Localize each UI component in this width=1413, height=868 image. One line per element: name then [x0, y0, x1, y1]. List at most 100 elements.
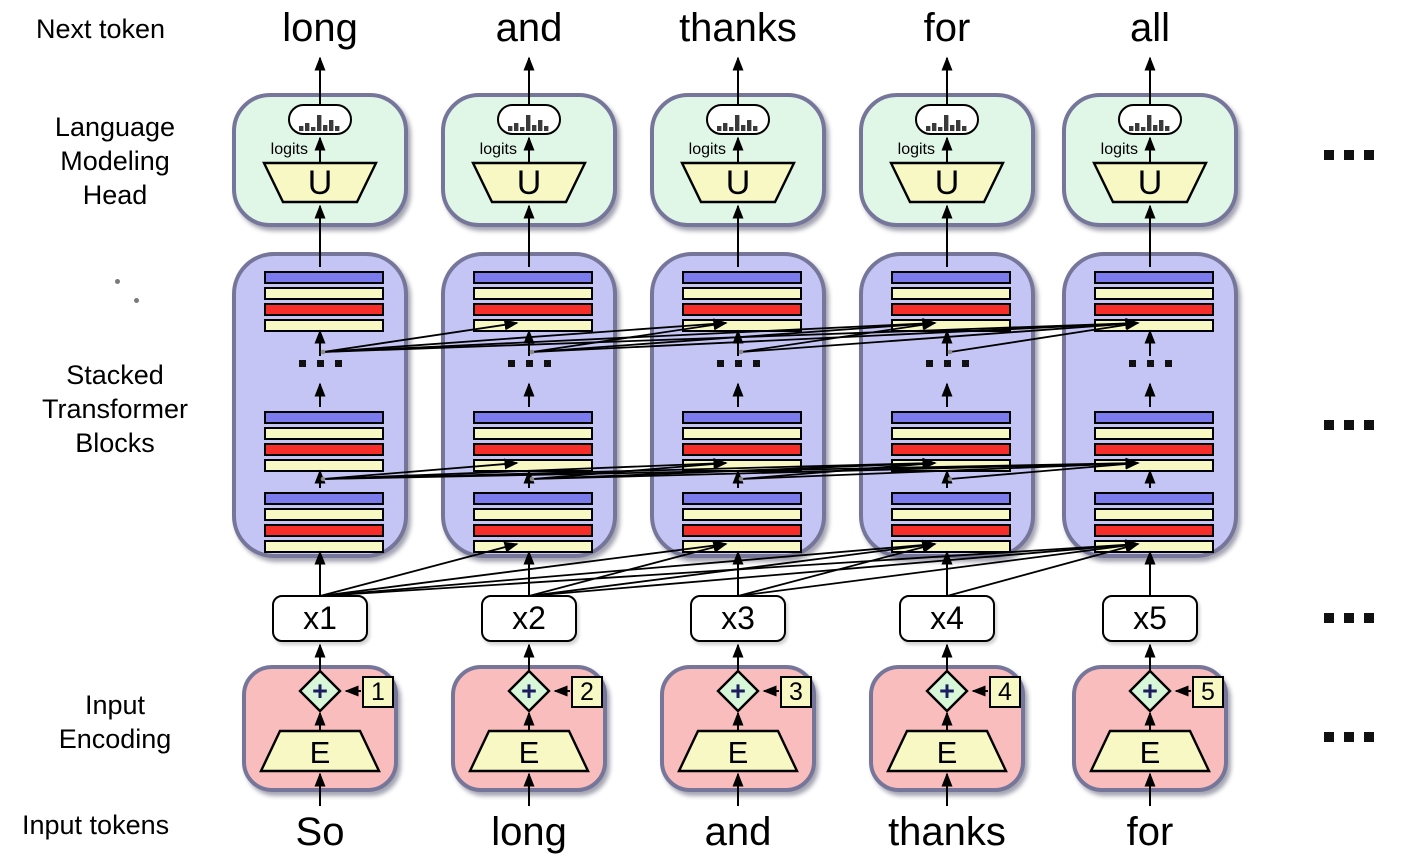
- input-token-word: for: [1126, 810, 1174, 854]
- logits-label: logits: [479, 141, 517, 158]
- column-shapes: U E +: [468, 161, 590, 773]
- position-number-box: 4: [989, 676, 1021, 708]
- hidden-state-box: x5: [1102, 595, 1198, 642]
- next-token-word: all: [1129, 6, 1171, 50]
- plus-diamond: [925, 669, 969, 713]
- residual-bar: [891, 443, 1011, 456]
- residual-bar: [1094, 303, 1214, 316]
- residual-bar: [682, 508, 802, 521]
- logits-label: logits: [897, 141, 935, 158]
- logits-distribution-icon: [299, 115, 340, 131]
- residual-bar: [891, 508, 1011, 521]
- stack-continuation-dot: [115, 279, 120, 284]
- logits-pill: [288, 104, 352, 135]
- residual-bar: [1094, 508, 1214, 521]
- unembedding-label: U: [308, 164, 333, 202]
- plus-icon: +: [939, 676, 955, 706]
- residual-bar: [264, 508, 384, 521]
- residual-bar: [473, 303, 593, 316]
- unembedding-trapezoid: [262, 161, 378, 204]
- plus-diamond: [716, 669, 760, 713]
- position-number-box: 3: [780, 676, 812, 708]
- residual-bar: [682, 492, 802, 505]
- residual-bar: [264, 287, 384, 300]
- row-label-input-encoding: Input Encoding: [58, 690, 172, 754]
- position-number-box: 1: [362, 676, 394, 708]
- embedding-trapezoid: [1089, 729, 1211, 773]
- residual-bar: [891, 411, 1011, 424]
- embedding-trapezoid: [259, 729, 381, 773]
- embedding-label: E: [937, 735, 958, 770]
- row-label-language-modeling-head: Language Modeling Head: [54, 112, 176, 210]
- plus-icon: +: [1142, 676, 1158, 706]
- row-label-input-tokens: Input tokens: [22, 810, 170, 840]
- transformer-block: [441, 252, 617, 558]
- plus-icon: +: [730, 676, 746, 706]
- block-ellipsis: [859, 360, 1035, 367]
- embedding-label: E: [728, 735, 749, 770]
- logits-pill: [497, 104, 561, 135]
- residual-bar: [264, 427, 384, 440]
- column-shapes: U E +: [677, 161, 799, 773]
- input-token-word: and: [704, 810, 772, 854]
- residual-bar: [1094, 443, 1214, 456]
- unembedding-trapezoid: [471, 161, 587, 204]
- logits-distribution-icon: [717, 115, 758, 131]
- unembedding-label: U: [726, 164, 751, 202]
- hidden-state-box: x3: [690, 595, 786, 642]
- residual-bar: [1094, 271, 1214, 284]
- residual-bar: [473, 508, 593, 521]
- residual-bar: [682, 411, 802, 424]
- embedding-trapezoid: [677, 729, 799, 773]
- row-label-stacked-transformer-blocks: Stacked Transformer Blocks: [41, 360, 189, 458]
- residual-bar: [891, 427, 1011, 440]
- next-token-word: and: [495, 6, 563, 50]
- transformer-block: [232, 252, 408, 558]
- residual-bar: [264, 303, 384, 316]
- block-ellipsis: [232, 360, 408, 367]
- residual-bar: [264, 411, 384, 424]
- logits-distribution-icon: [508, 115, 549, 131]
- row-ellipsis: [1324, 420, 1374, 430]
- unembedding-trapezoid: [680, 161, 796, 204]
- input-token-word: thanks: [888, 810, 1006, 854]
- row-label-next-token: Next token: [36, 14, 166, 44]
- logits-label: logits: [270, 141, 308, 158]
- block-ellipsis: [1062, 360, 1238, 367]
- unembedding-trapezoid: [889, 161, 1005, 204]
- column-3: thanks logits x3: [650, 0, 826, 868]
- residual-bar: [891, 492, 1011, 505]
- residual-bar: [891, 271, 1011, 284]
- unembedding-label: U: [517, 164, 542, 202]
- residual-bar: [891, 287, 1011, 300]
- plus-diamond: [298, 669, 342, 713]
- embedding-label: E: [519, 735, 540, 770]
- residual-bar: [682, 287, 802, 300]
- next-token-word: long: [282, 6, 358, 50]
- position-number-box: 2: [571, 676, 603, 708]
- embedding-trapezoid: [886, 729, 1008, 773]
- residual-bar: [473, 524, 593, 537]
- input-token-word: So: [295, 810, 345, 854]
- unembedding-label: U: [1138, 164, 1163, 202]
- residual-bar: [1094, 492, 1214, 505]
- residual-bar: [264, 271, 384, 284]
- row-ellipsis: [1324, 613, 1374, 623]
- residual-bar: [891, 303, 1011, 316]
- unembedding-label: U: [935, 164, 960, 202]
- residual-bar: [682, 271, 802, 284]
- logits-distribution-icon: [926, 115, 967, 131]
- row-ellipsis: [1324, 150, 1374, 160]
- logits-distribution-icon: [1129, 115, 1170, 131]
- residual-bar: [264, 443, 384, 456]
- residual-bar: [1094, 427, 1214, 440]
- next-token-word: thanks: [679, 6, 797, 50]
- block-ellipsis: [650, 360, 826, 367]
- residual-bar: [264, 492, 384, 505]
- logits-label: logits: [1100, 141, 1138, 158]
- column-shapes: U E +: [259, 161, 381, 773]
- logits-pill: [706, 104, 770, 135]
- column-2: and logits x2: [441, 0, 617, 868]
- plus-icon: +: [312, 676, 328, 706]
- embedding-label: E: [1140, 735, 1161, 770]
